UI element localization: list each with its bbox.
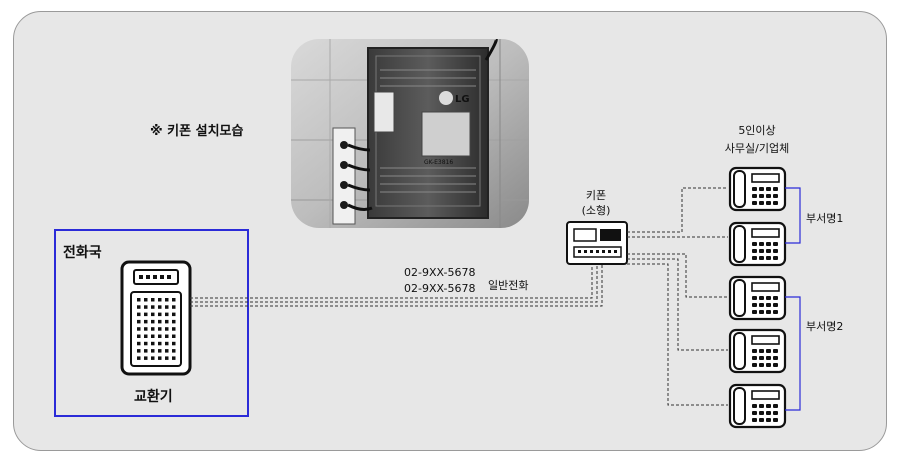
installation-photo: LG GK-E3816 bbox=[291, 39, 529, 228]
department-1-label: 부서명1 bbox=[806, 212, 843, 225]
office-size-label: 5인이상 bbox=[738, 124, 775, 137]
office-type-label: 사무실/기업체 bbox=[725, 142, 789, 155]
phone-icon bbox=[728, 383, 787, 429]
keyphone-icon bbox=[566, 221, 628, 265]
exchange-box bbox=[54, 229, 249, 417]
phone-icon bbox=[728, 275, 787, 321]
keyphone-size-label: (소형) bbox=[582, 204, 611, 217]
line-type-label: 일반전화 bbox=[488, 278, 528, 292]
extension-phones bbox=[728, 166, 787, 429]
exchange-box-title: 전화국 bbox=[63, 244, 102, 261]
line-number-2: 02-9XX-5678 bbox=[404, 282, 475, 295]
panel-model-text: GK-E3816 bbox=[424, 159, 453, 166]
extension-lines bbox=[627, 187, 728, 406]
logo-text: LG bbox=[455, 94, 470, 105]
line-number-1: 02-9XX-5678 bbox=[404, 266, 475, 279]
photo-caption: ※ 키폰 설치모습 bbox=[150, 123, 243, 139]
phone-icon bbox=[728, 328, 787, 374]
exchange-device-label: 교환기 bbox=[134, 388, 173, 405]
exchange-trunk-lines bbox=[190, 265, 603, 307]
department-2-label: 부서명2 bbox=[806, 320, 843, 333]
phone-icon bbox=[728, 166, 787, 212]
phone-icon bbox=[728, 221, 787, 267]
keyphone-label: 키폰 bbox=[586, 189, 606, 202]
department-2-bracket bbox=[785, 296, 801, 411]
exchange-device-icon bbox=[120, 260, 192, 376]
department-1-bracket bbox=[785, 187, 801, 244]
